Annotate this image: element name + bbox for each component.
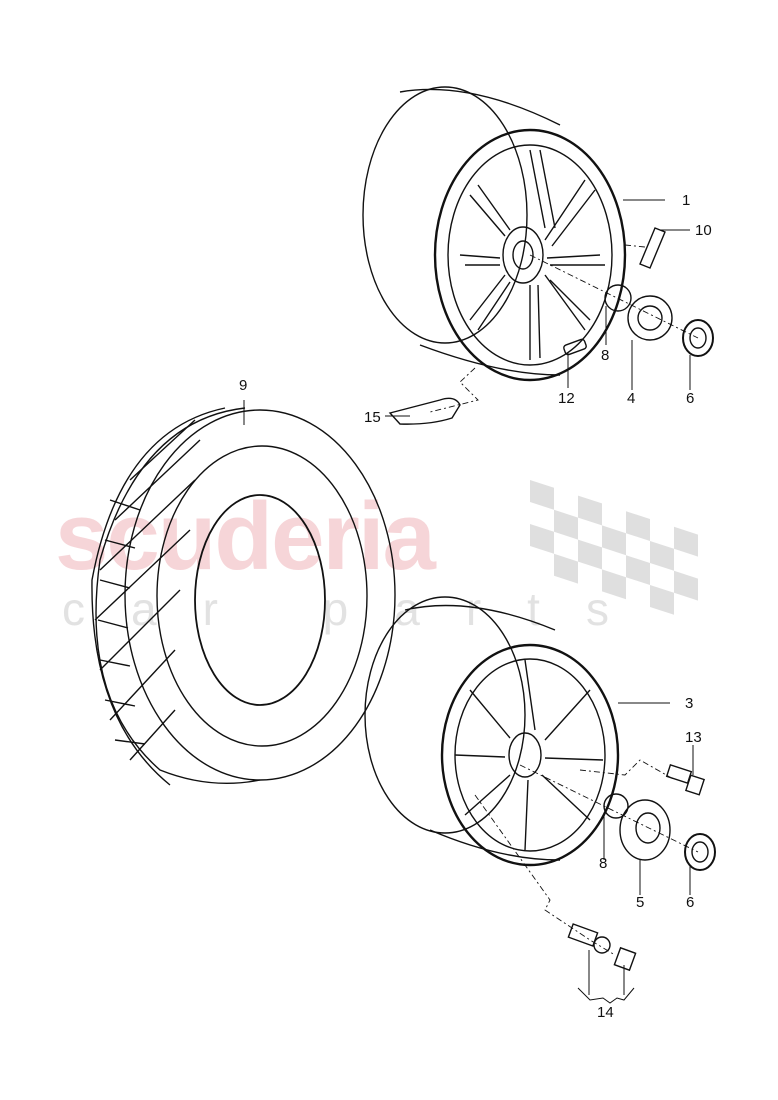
callout-13: 13 [685,729,702,746]
callout-6-lower: 6 [686,894,695,911]
tpms-sensor-15 [388,397,461,425]
callout-1: 1 [682,192,691,209]
callout-3: 3 [685,695,694,712]
bolt-13 [665,764,706,796]
checkered-flag-icon [530,480,698,615]
callout-10: 10 [695,222,712,239]
balance-weight-10 [639,227,666,269]
callout-6-upper: 6 [686,390,695,407]
wheel-rim-1 [362,86,627,382]
circlip-8b [603,793,629,819]
callout-15: 15 [364,409,381,426]
watermark-subtitle: car parts [62,583,655,635]
callout-4: 4 [627,390,636,407]
tire-9 [91,407,396,786]
emblem-6b [684,833,716,871]
callout-14: 14 [597,1004,614,1021]
wheel-rim-3 [364,596,620,867]
callout-12: 12 [558,390,575,407]
valve-12 [563,338,587,356]
circlip-8a [604,284,632,312]
watermark-brand: scuderia [55,483,436,590]
center-cap-4 [627,295,673,341]
emblem-6a [682,319,714,357]
callout-8-lower: 8 [599,855,608,872]
callout-8-upper: 8 [601,347,610,364]
hub-cover-5 [619,799,671,861]
callout-9: 9 [239,377,248,394]
wheel-bolt-set-14 [567,923,637,972]
callout-5: 5 [636,894,645,911]
